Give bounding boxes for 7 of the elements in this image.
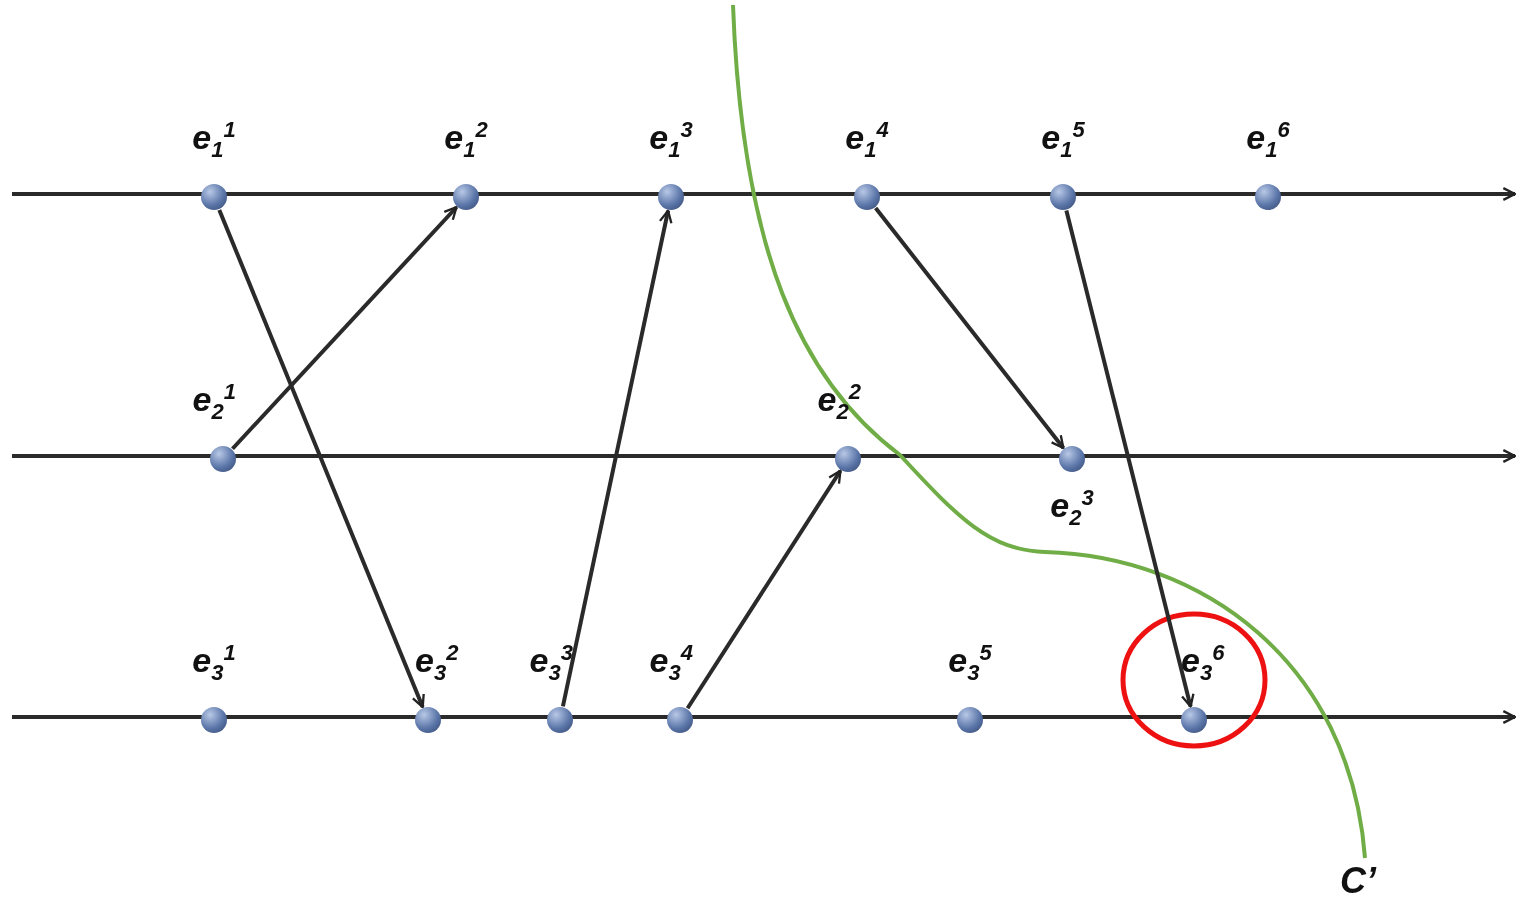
curve-label: C’ <box>1340 860 1376 902</box>
message-arrow <box>217 209 425 709</box>
message-arrow <box>560 209 673 707</box>
message-arrow <box>231 205 458 451</box>
message-arrow <box>874 206 1065 450</box>
message-arrow <box>685 469 843 710</box>
message-arrow <box>1064 210 1195 708</box>
